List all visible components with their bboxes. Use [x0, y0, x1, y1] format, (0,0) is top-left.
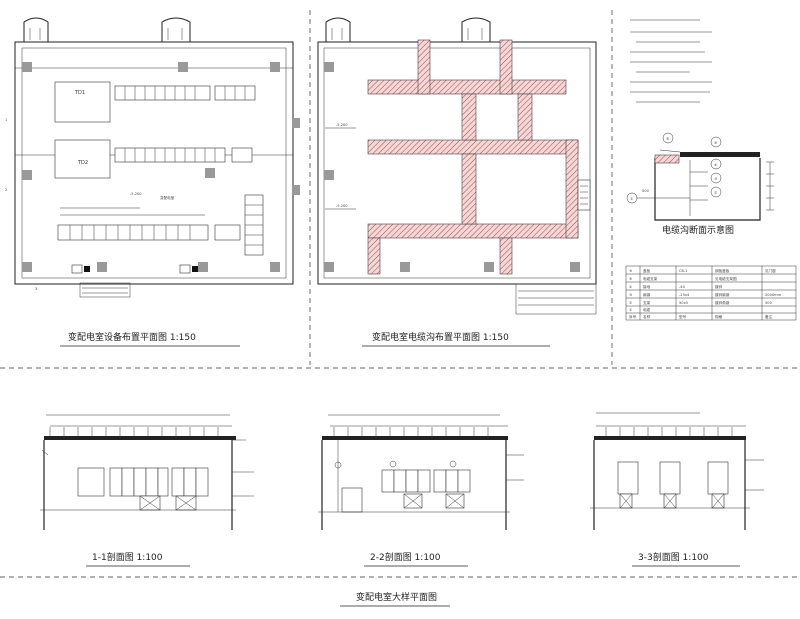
cell-6-0: 序号 [629, 314, 637, 319]
cell-1-3: 见电缆支架图 [715, 276, 737, 281]
cell-3-4: 2000mm [765, 293, 782, 297]
title-section-2: 2-2剖面图 1:100 [370, 551, 441, 563]
cell-2-0: ④ [629, 285, 632, 289]
cell-0-0: ⑥ [629, 269, 633, 273]
trench-h2 [367, 139, 579, 155]
cell-0-1: 盖板 [643, 268, 651, 273]
cell-4-1: 支架 [643, 300, 651, 305]
callout-4: ④ [714, 163, 717, 167]
cell-0-4: 见门窗 [765, 268, 776, 273]
trench-v4 [517, 93, 533, 141]
cell-2-1: 接地 [643, 284, 651, 289]
section-2-2: 2-2剖面图 1:100 [318, 414, 524, 567]
trench-h3 [367, 223, 579, 239]
dim-500: 500 [642, 189, 650, 193]
title-section-1: 1-1剖面图 1:100 [92, 551, 163, 563]
cell-6-2: 型号 [679, 314, 687, 319]
footer-title: 变配电室大样平面图 [356, 591, 437, 603]
cell-0-3: 钢板盖板 [715, 268, 730, 273]
trench-v3 [461, 93, 477, 141]
title-panel-3: 电缆沟断面示意图 [662, 224, 734, 236]
switchgear-row-3 [57, 224, 241, 241]
cell-5-1: 电缆 [643, 307, 651, 312]
callout-1: ① [630, 197, 633, 201]
cell-2-3: 镀锌 [715, 284, 723, 289]
switchgear-row-2 [114, 147, 253, 163]
axis-p1-b: 2 [5, 188, 7, 192]
callout-6: ⑥ [714, 141, 718, 145]
panel-equipment-layout: TD1 TD2 -5.200 变配电室 [5, 17, 300, 347]
label-room: 变配电室 [160, 195, 175, 200]
cell-6-1: 名称 [643, 314, 651, 319]
cell-3-0: ③ [629, 293, 632, 297]
cell-3-3: 镀锌扁钢 [715, 292, 730, 297]
axis-p1-a: 1 [5, 118, 7, 122]
cell-0-2: C8-1 [679, 269, 687, 273]
label-level: -5.200 [130, 192, 142, 196]
axis-p1-c: 3 [35, 287, 37, 291]
cell-1-0: ⑤ [629, 277, 633, 281]
title-panel-2: 变配电室电缆沟布置平面图 1:150 [372, 331, 509, 343]
trench-v5 [461, 153, 477, 225]
cell-3-1: 扁钢 [643, 292, 651, 297]
section-3-3: 3-3剖面图 1:100 [590, 412, 764, 567]
label-level-1: -5.200 [336, 123, 348, 127]
switchgear-row-1 [114, 85, 256, 101]
label-td1: TD1 [74, 90, 85, 96]
section-1-1: 1-1剖面图 1:100 [40, 414, 254, 567]
title-panel-1: 变配电室设备布置平面图 1:150 [68, 331, 196, 343]
cell-4-3: 镀锌角钢 [715, 300, 730, 305]
cell-4-4: 500 [765, 301, 773, 305]
trench-v1 [417, 39, 431, 95]
cell-4-2: 50x5 [679, 301, 688, 305]
label-level-2: -5.200 [336, 204, 348, 208]
trench-h1 [367, 79, 567, 95]
trench-v8 [499, 237, 513, 275]
callout-5: ⑤ [666, 137, 670, 141]
panel-cable-trench-layout: -5.200 -5.200 变配电室电缆沟布置平面图 1:150 [317, 17, 597, 347]
callout-2: ② [714, 191, 717, 195]
callout-3: ③ [714, 177, 717, 181]
cell-4-0: ② [629, 301, 632, 305]
label-td2: TD2 [77, 160, 88, 166]
cell-3-2: -25x4 [679, 293, 690, 297]
materials-table: ⑥ 盖板 C8-1 钢板盖板 见门窗 ⑤ 电缆支架 见电缆支架图 ④ 接地 -4… [625, 265, 797, 321]
cell-1-1: 电缆支架 [643, 276, 658, 281]
trench-v6 [565, 139, 579, 239]
title-section-3: 3-3剖面图 1:100 [638, 551, 709, 563]
trench-v2 [499, 39, 513, 95]
cell-2-2: -40 [679, 285, 686, 289]
trench-v7 [367, 237, 381, 275]
cell-6-3: 规格 [715, 314, 723, 319]
panel-trench-section: ⑤ ⑥ ④ ③ ② ① 500 电缆沟断面示意图 ⑥ 盖板 [625, 19, 797, 321]
cell-5-0: ① [629, 308, 632, 312]
cell-6-4: 备注 [765, 314, 773, 319]
